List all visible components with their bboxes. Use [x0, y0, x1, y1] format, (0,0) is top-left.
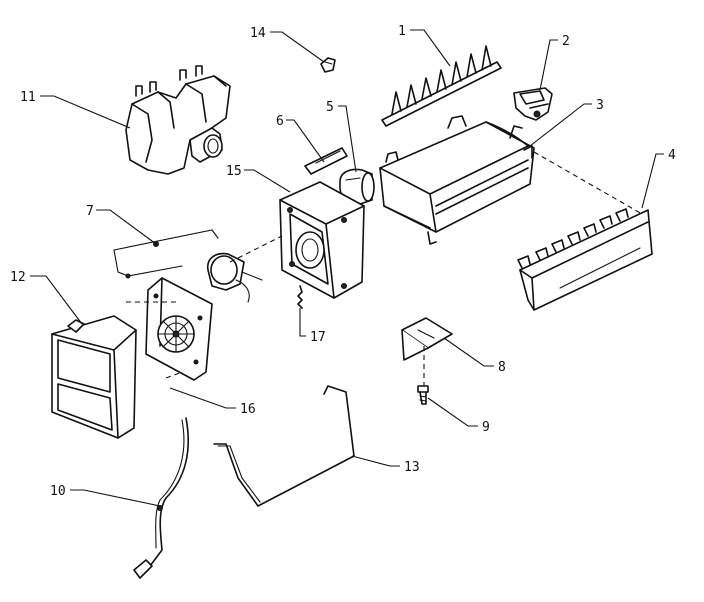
callout-5: 5: [326, 100, 334, 115]
small-clip-icon: [320, 57, 336, 73]
ejector-blade-icon: [381, 45, 502, 127]
water-valve-icon: [125, 65, 231, 175]
wiring-harness-icon: [113, 229, 219, 279]
callout-8: 8: [498, 360, 506, 375]
callout-10: 10: [50, 484, 66, 499]
callout-12: 12: [10, 270, 26, 285]
callout-17: 17: [310, 330, 326, 345]
power-cord-icon: [133, 417, 189, 579]
leader-lines: [30, 29, 664, 507]
control-cover-icon: [51, 315, 137, 439]
heater-clip-icon: [304, 147, 348, 175]
callout-13: 13: [404, 460, 420, 475]
motor-housing-icon: [279, 181, 365, 299]
mounting-bracket-icon: [401, 317, 453, 361]
shutoff-arm-icon: [213, 385, 355, 507]
callout-15: 15: [226, 164, 242, 179]
ice-mold-icon: [379, 115, 535, 245]
callout-4: 4: [668, 148, 676, 163]
thermostat-icon: [339, 168, 375, 205]
callout-16: 16: [240, 402, 256, 417]
callout-2: 2: [562, 34, 570, 49]
callout-14: 14: [250, 26, 266, 41]
callout-11: 11: [20, 90, 36, 105]
callout-3: 3: [596, 98, 604, 113]
spring-icon: [297, 285, 303, 309]
screw-icon: [417, 385, 429, 405]
motor-icon: [206, 252, 263, 303]
callout-7: 7: [86, 204, 94, 219]
callout-9: 9: [482, 420, 490, 435]
assembly-dashed-lines: [126, 151, 643, 386]
ice-stripper-icon: [517, 208, 653, 311]
callout-1: 1: [398, 24, 406, 39]
motor-plate-icon: [145, 277, 213, 381]
callout-labels: 1 2 3 4 5 6 7 8 9 10 11 12 13 14 15 16 1…: [10, 24, 676, 499]
callout-6: 6: [276, 114, 284, 129]
bearing-bracket-icon: [513, 87, 553, 121]
